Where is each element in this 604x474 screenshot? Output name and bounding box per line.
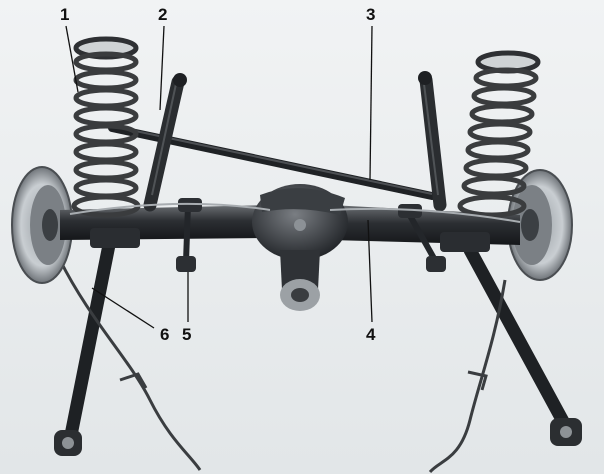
left-coil-spring <box>71 36 141 218</box>
right-brake-hose <box>428 279 507 474</box>
hose-bracket-right <box>467 370 488 391</box>
leader-3 <box>369 25 373 181</box>
callout-1: 1 <box>60 5 70 24</box>
left-stabilizer-link <box>176 198 202 272</box>
leader-4 <box>367 219 373 323</box>
left-brake-drum <box>11 166 73 284</box>
brake-pipe-left <box>69 202 271 215</box>
hose-bracket-left <box>119 372 148 389</box>
right-lower-trailing-arm <box>463 243 582 446</box>
brake-pipe-right <box>329 207 521 223</box>
callout-3: 3 <box>366 5 376 24</box>
left-shock-absorber <box>143 73 187 212</box>
leader-2 <box>159 25 165 111</box>
right-stabilizer-link <box>398 204 446 272</box>
callout-2: 2 <box>158 5 168 24</box>
leader-1 <box>65 25 79 93</box>
right-brake-drum <box>507 169 573 281</box>
leader-lines <box>65 25 373 329</box>
right-coil-spring <box>457 50 541 218</box>
left-lower-trailing-arm <box>54 233 117 456</box>
leader-6 <box>91 287 155 329</box>
callout-6: 6 <box>160 325 170 344</box>
right-shock-absorber <box>418 71 447 212</box>
differential-housing <box>252 184 348 311</box>
callout-5: 5 <box>182 325 192 344</box>
callout-4: 4 <box>366 325 376 344</box>
left-brake-hose <box>58 259 202 471</box>
